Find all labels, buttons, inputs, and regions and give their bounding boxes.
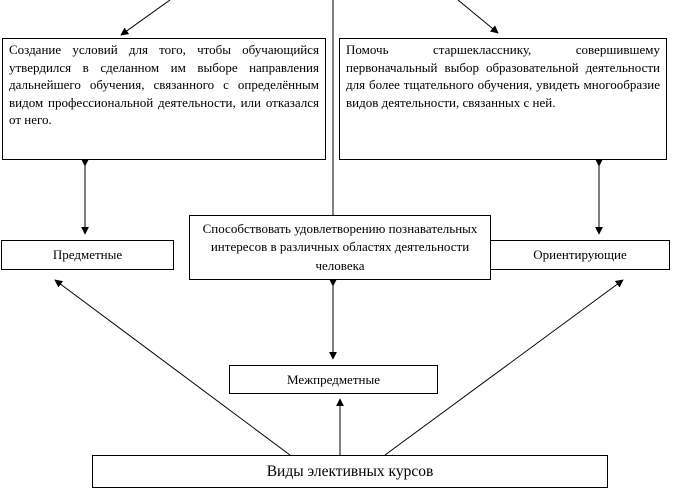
goal-box-center-text: Способствовать удовлетворению познавател… bbox=[202, 220, 478, 273]
course-type-subject: Предметные bbox=[1, 240, 174, 270]
root-box: Виды элективных курсов bbox=[92, 455, 608, 488]
arrow-top-right bbox=[457, 0, 499, 34]
goal-box-center: Способствовать удовлетворению познавател… bbox=[189, 215, 491, 280]
arrow-top-left bbox=[120, 0, 171, 36]
course-type-orienting-label: Ориентирующие bbox=[533, 247, 627, 263]
course-type-interdisciplinary-label: Межпредметные bbox=[287, 371, 380, 387]
course-type-orienting: Ориентирующие bbox=[490, 240, 670, 270]
course-type-interdisciplinary: Межпредметные bbox=[229, 365, 438, 394]
root-title: Виды элективных курсов bbox=[266, 462, 434, 480]
arrow-root-to-subject bbox=[54, 279, 291, 456]
goal-box-right: Помочь старшекласснику, совершившему пер… bbox=[339, 38, 667, 160]
goal-box-left: Создание условий для того, чтобы обучающ… bbox=[2, 38, 326, 160]
course-type-subject-label: Предметные bbox=[52, 247, 123, 263]
arrow-root-to-orienting bbox=[384, 279, 624, 456]
